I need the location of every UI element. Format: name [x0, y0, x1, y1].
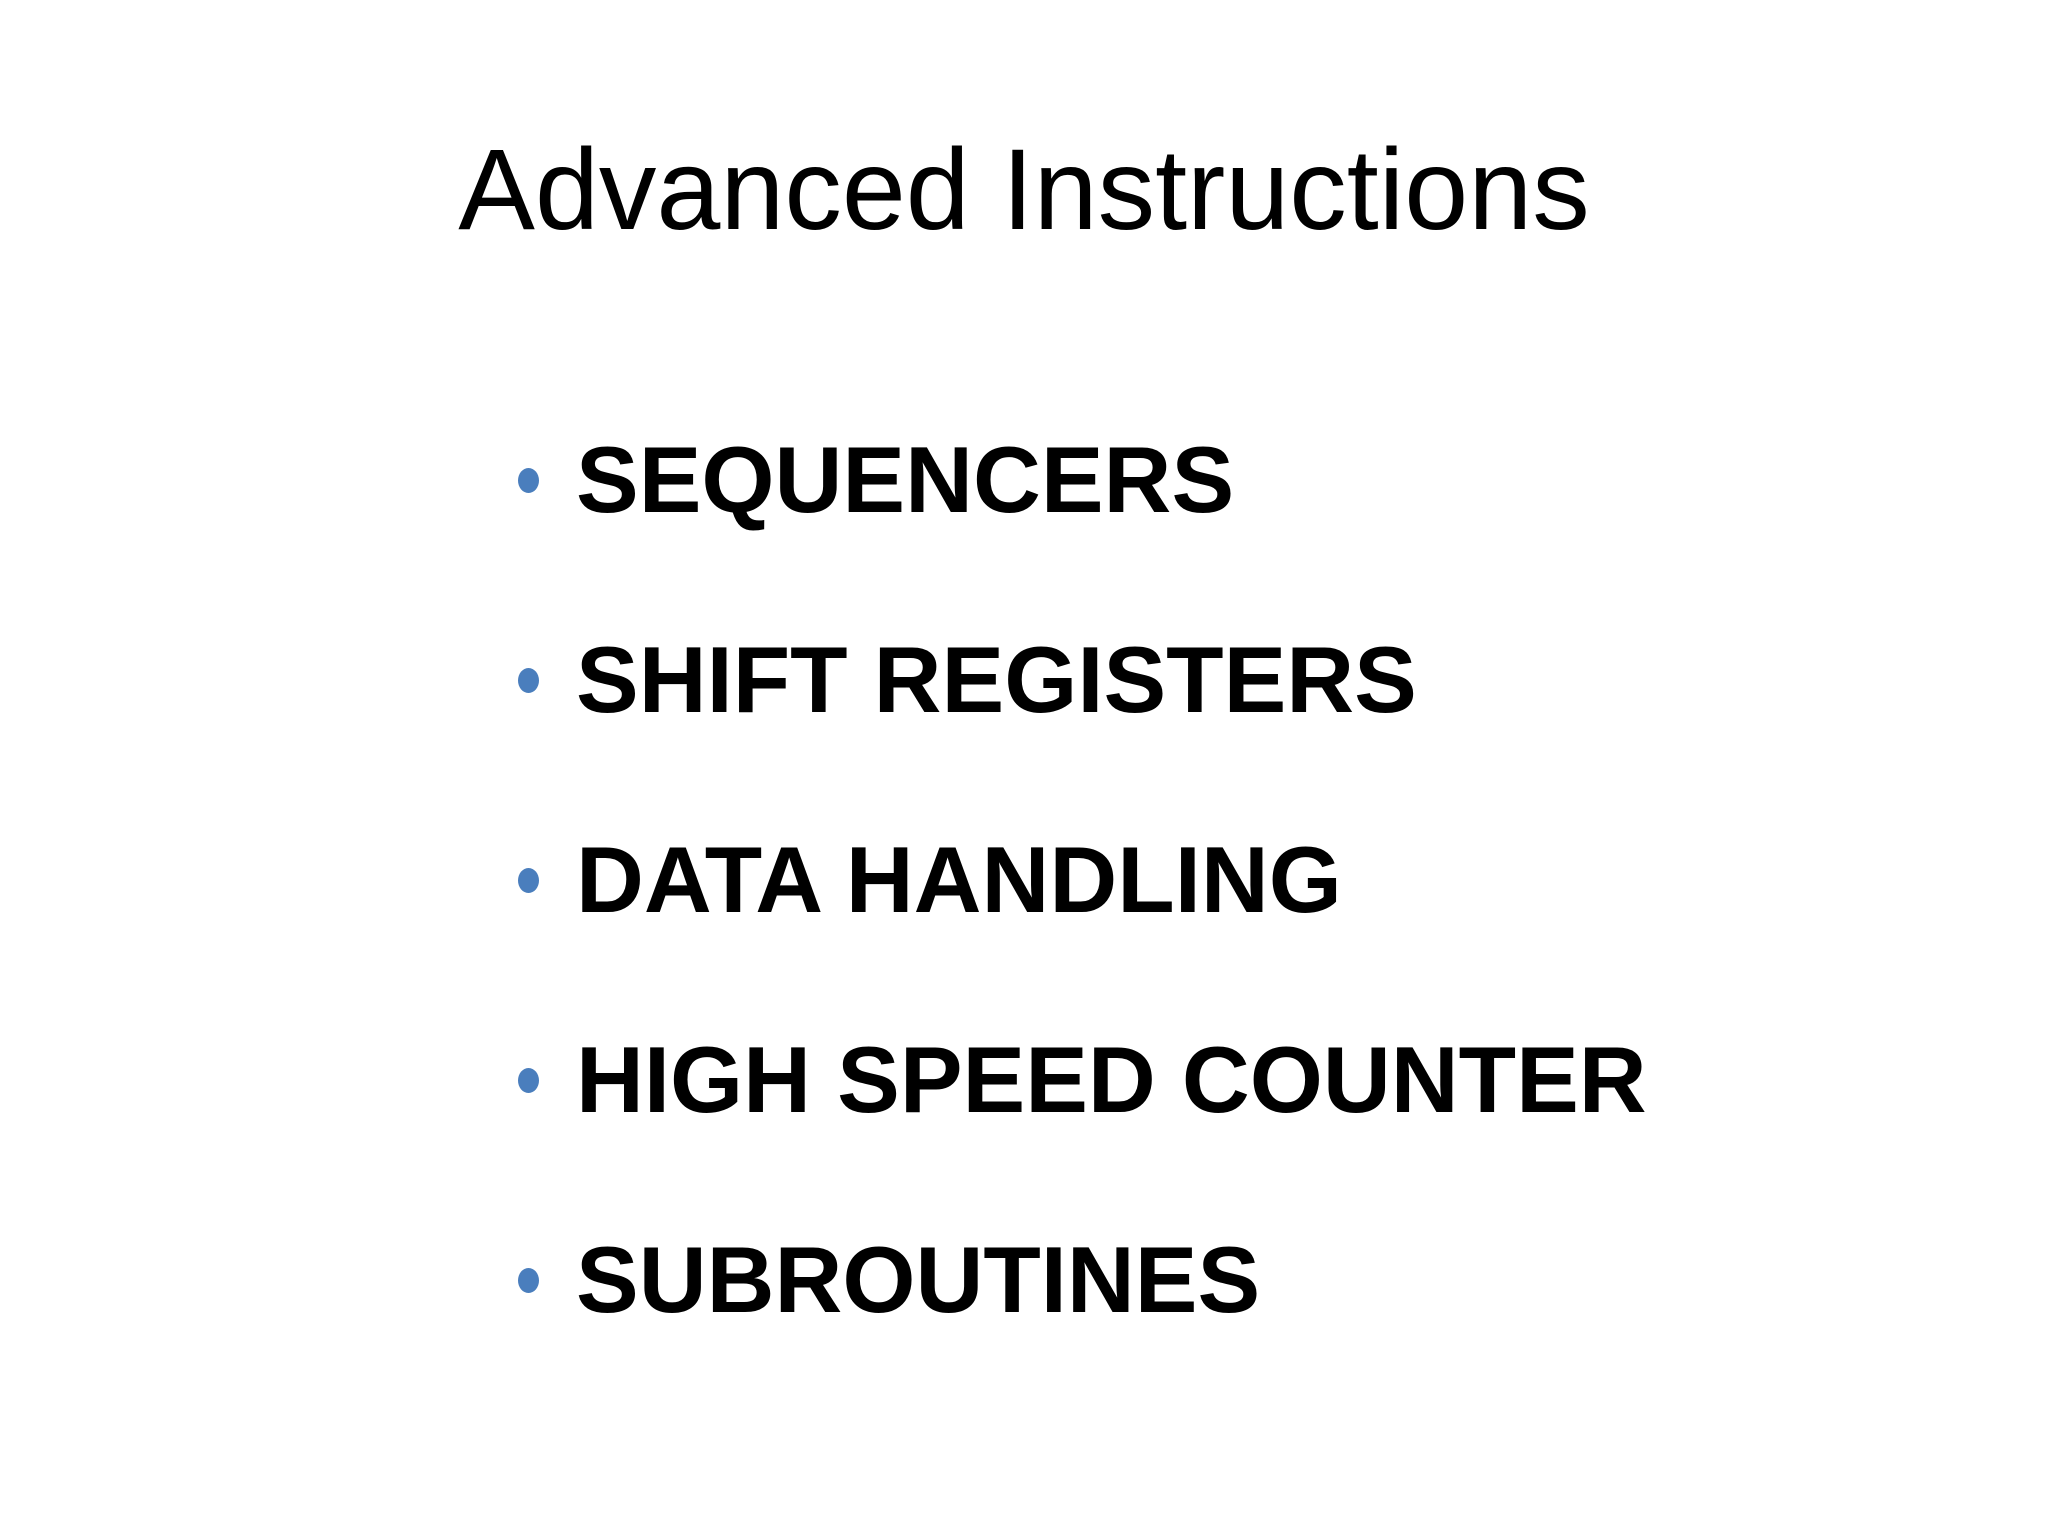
- bullet-item: DATA HANDLING: [518, 833, 1647, 927]
- bullet-dot-icon: [518, 467, 539, 493]
- bullet-item-label: DATA HANDLING: [576, 827, 1342, 932]
- bullet-item: SHIFT REGISTERS: [518, 633, 1647, 727]
- bullet-item: SUBROUTINES: [518, 1233, 1647, 1327]
- bullet-item: HIGH SPEED COUNTER: [518, 1033, 1647, 1127]
- slide-title: Advanced Instructions: [458, 126, 1590, 254]
- bullet-item-label: SHIFT REGISTERS: [576, 627, 1417, 732]
- bullet-item-label: SUBROUTINES: [576, 1227, 1261, 1332]
- bullet-list: SEQUENCERS SHIFT REGISTERS DATA HANDLING…: [518, 433, 1647, 1327]
- bullet-dot-icon: [518, 1067, 539, 1093]
- bullet-item-label: SEQUENCERS: [576, 427, 1235, 532]
- bullet-dot-icon: [518, 1267, 539, 1293]
- bullet-item-label: HIGH SPEED COUNTER: [576, 1027, 1647, 1132]
- bullet-dot-icon: [518, 867, 539, 893]
- bullet-item: SEQUENCERS: [518, 433, 1647, 527]
- bullet-dot-icon: [518, 667, 539, 693]
